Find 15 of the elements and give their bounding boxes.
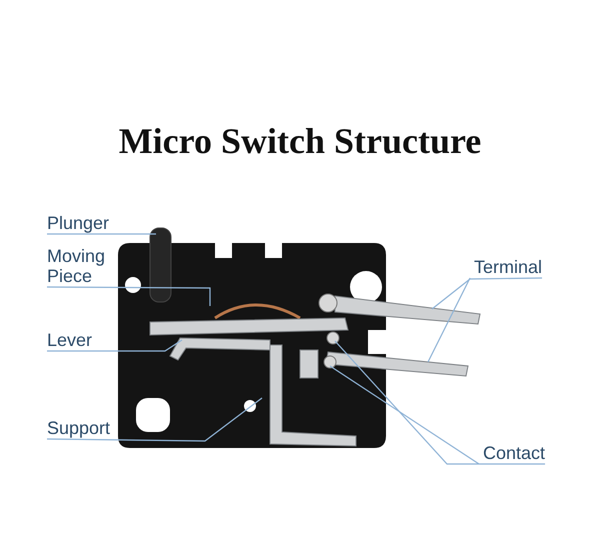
- leader-line: [432, 277, 542, 310]
- leader-line: [427, 278, 471, 362]
- leader-line: [47, 398, 262, 442]
- leader-line: [330, 366, 480, 464]
- leader-line: [47, 233, 156, 235]
- part-label: Contact: [483, 443, 546, 463]
- part-label: Terminal: [474, 257, 542, 277]
- part-label: Moving Piece: [47, 246, 117, 286]
- leader-line: [47, 286, 211, 306]
- diagram-title: Micro Switch Structure: [118, 120, 482, 162]
- part-label: Plunger: [47, 213, 137, 233]
- leader-line: [334, 340, 546, 465]
- part-label: Support: [47, 418, 137, 438]
- part-label: Lever: [47, 330, 117, 350]
- leader-line: [47, 340, 182, 352]
